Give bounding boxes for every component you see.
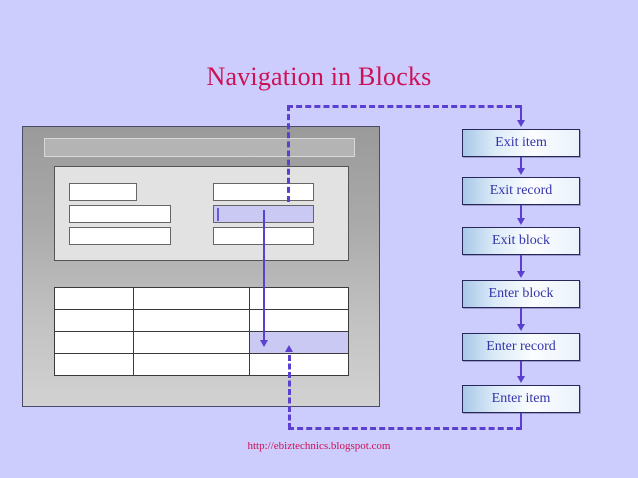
table-row[interactable] <box>54 287 349 310</box>
flow-connector-2 <box>520 205 522 220</box>
flow-step-exit-item[interactable]: Exit item <box>462 129 580 157</box>
table-row[interactable] <box>54 309 349 332</box>
flow-step-label: Enter item <box>491 391 551 406</box>
table-cell[interactable] <box>133 331 250 354</box>
flow-step-enter-record[interactable]: Enter record <box>462 333 580 361</box>
flow-step-exit-block[interactable]: Exit block <box>462 227 580 255</box>
dashed-route-top-arrowhead <box>517 120 525 127</box>
page-title: Navigation in Blocks <box>206 62 432 91</box>
table-row[interactable] <box>54 353 349 376</box>
flow-arrowhead-4 <box>517 324 525 331</box>
table-cell[interactable] <box>54 309 134 332</box>
flow-step-enter-item[interactable]: Enter item <box>462 385 580 413</box>
navigation-arrow-line <box>263 210 265 344</box>
flow-step-label: Exit block <box>492 233 550 248</box>
flow-step-label: Enter block <box>488 286 554 301</box>
dashed-route-top-horizontal <box>287 105 521 108</box>
table-cell[interactable] <box>54 287 134 310</box>
table-cell[interactable] <box>249 353 349 376</box>
flow-arrowhead-2 <box>517 218 525 225</box>
table-cell[interactable] <box>133 353 250 376</box>
dashed-route-bottom-exit <box>520 413 522 429</box>
dashed-route-bottom-vertical <box>288 355 291 429</box>
dashed-route-top-vertical <box>287 105 290 202</box>
dashed-route-top-entry <box>520 105 522 123</box>
navigation-arrow-head <box>260 340 268 347</box>
footer-url[interactable]: http://ebiztechnics.blogspot.com <box>247 440 391 452</box>
table-row[interactable] <box>54 331 349 354</box>
table-cell[interactable] <box>133 287 250 310</box>
form-field-left-1[interactable] <box>69 183 137 201</box>
form-field-right-1[interactable] <box>213 183 314 201</box>
table-cell[interactable] <box>54 353 134 376</box>
flow-step-exit-record[interactable]: Exit record <box>462 177 580 205</box>
flow-connector-5 <box>520 361 522 378</box>
table-cell-active[interactable] <box>249 331 349 354</box>
flow-step-label: Enter record <box>486 339 556 354</box>
dashed-route-bottom-horizontal <box>288 427 522 430</box>
text-cursor-icon <box>217 208 219 221</box>
form-field-left-2[interactable] <box>69 205 171 223</box>
dashed-route-bottom-arrowhead <box>285 345 293 352</box>
flow-step-label: Exit item <box>495 135 547 150</box>
flow-connector-4 <box>520 308 522 326</box>
flow-arrowhead-5 <box>517 376 525 383</box>
upper-block-panel <box>54 166 349 261</box>
flow-arrowhead-3 <box>517 271 525 278</box>
form-field-left-3[interactable] <box>69 227 171 245</box>
flow-step-enter-block[interactable]: Enter block <box>462 280 580 308</box>
oracle-forms-window <box>22 126 380 407</box>
flow-arrowhead-1 <box>517 168 525 175</box>
flow-connector-1 <box>520 157 522 170</box>
flow-connector-3 <box>520 255 522 273</box>
form-titlebar <box>44 138 355 157</box>
table-cell[interactable] <box>54 331 134 354</box>
table-cell[interactable] <box>133 309 250 332</box>
flow-step-label: Exit record <box>489 183 553 198</box>
multi-record-block <box>54 287 349 376</box>
